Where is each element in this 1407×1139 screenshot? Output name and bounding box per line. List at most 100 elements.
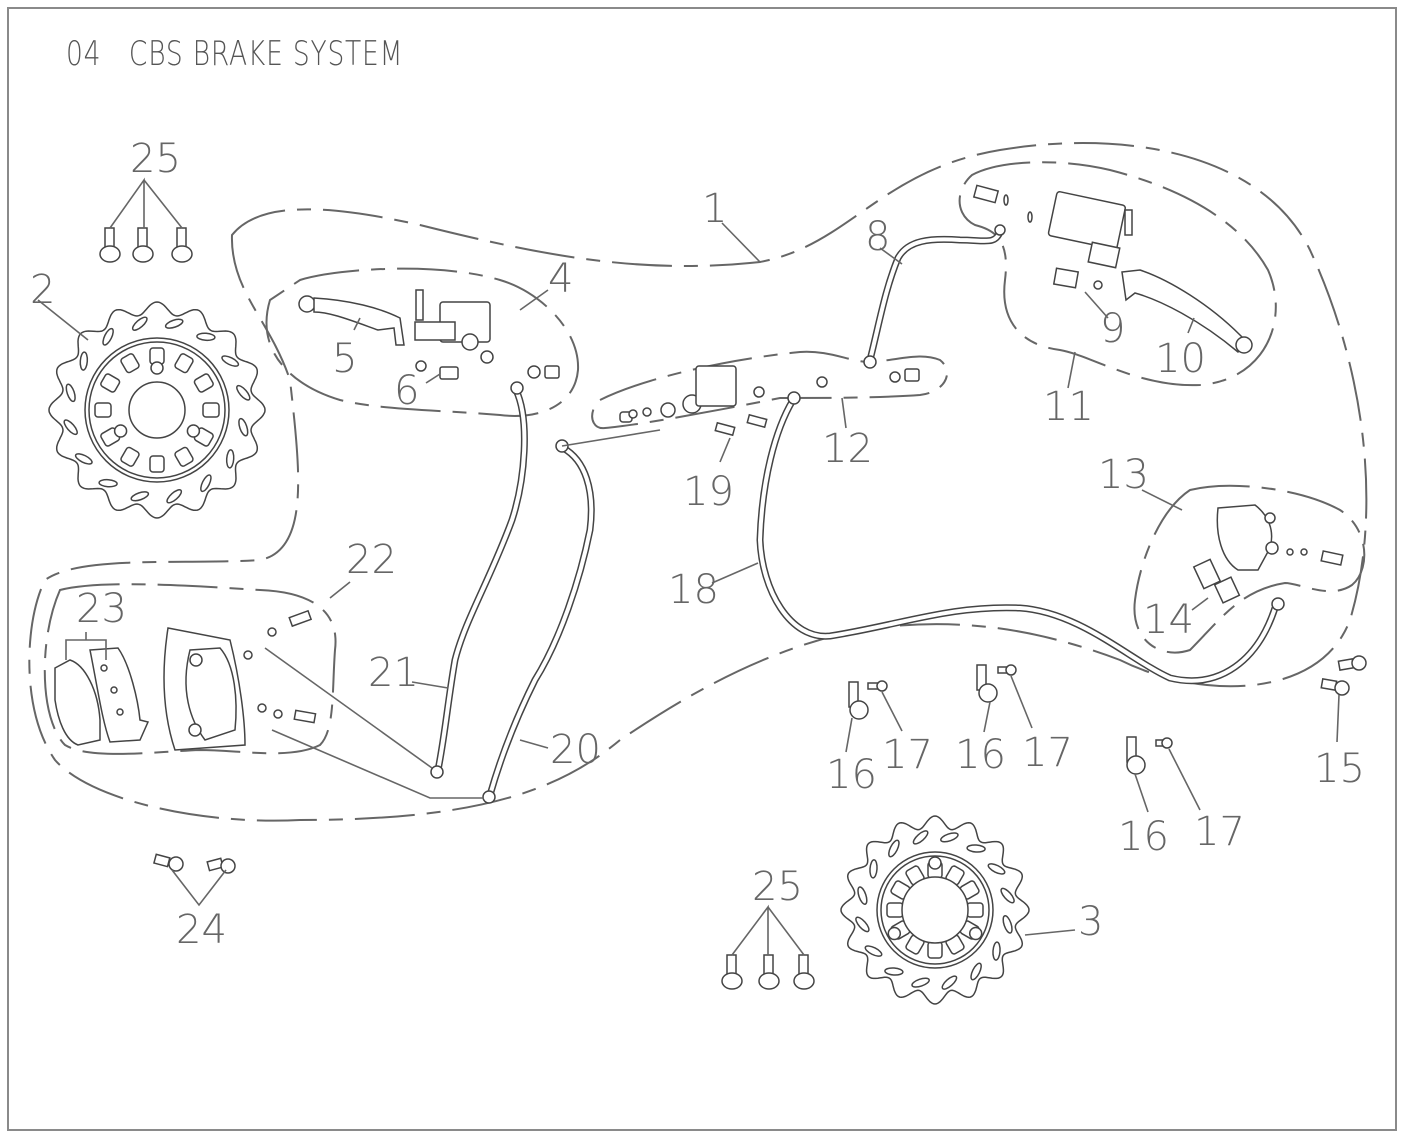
rear-caliper bbox=[1216, 504, 1344, 571]
disc-window bbox=[100, 373, 121, 393]
disc-vent-slot bbox=[63, 419, 78, 436]
hose-clamp-2 bbox=[976, 664, 998, 733]
bolt-icon bbox=[758, 954, 780, 990]
disc-window bbox=[120, 446, 140, 467]
disc-bolt-hole bbox=[887, 926, 902, 941]
disc-vent-slot bbox=[74, 453, 93, 465]
leader-3 bbox=[1024, 929, 1076, 936]
bolt-icon bbox=[171, 227, 193, 263]
disc-bolt-hole bbox=[928, 856, 942, 870]
leader-10 bbox=[1187, 317, 1195, 334]
disc-vent-slot bbox=[884, 967, 904, 976]
disc-vent-slot bbox=[855, 916, 870, 933]
callout-20: 20 bbox=[550, 727, 601, 773]
callout-10: 10 bbox=[1155, 336, 1206, 382]
leader-20 bbox=[519, 739, 549, 749]
leader-13 bbox=[1141, 489, 1183, 511]
disc-vent-slot bbox=[940, 832, 959, 843]
callout-4: 4 bbox=[548, 256, 573, 302]
disc-bolts-bottom bbox=[721, 904, 815, 990]
disc-vent-slot bbox=[869, 859, 878, 879]
callout-9: 9 bbox=[1100, 306, 1125, 352]
callout-11: 11 bbox=[1043, 384, 1094, 430]
disc-ring bbox=[876, 851, 994, 969]
disc-vent-slot bbox=[888, 839, 900, 858]
group-12-outline bbox=[591, 350, 949, 430]
front-brake-hose-a bbox=[430, 381, 528, 779]
callout-25-b: 25 bbox=[752, 864, 803, 910]
front-brake-disc bbox=[48, 301, 266, 519]
disc-vent-slot bbox=[911, 977, 930, 988]
banjo-bolt-left bbox=[527, 365, 560, 379]
callout-16-c: 16 bbox=[1118, 814, 1169, 860]
caliper-hose-line-b bbox=[271, 729, 484, 799]
callout-12: 12 bbox=[822, 426, 873, 472]
callout-labels: 25 2 1 4 5 6 8 9 10 11 12 13 14 15 16 17… bbox=[30, 136, 1365, 953]
hose-clamp-3 bbox=[1126, 736, 1149, 813]
disc-vent-slot bbox=[941, 975, 958, 990]
callout-24: 24 bbox=[176, 907, 227, 953]
brake-hose-8 bbox=[863, 224, 1006, 369]
callout-5: 5 bbox=[332, 336, 357, 382]
disc-window bbox=[193, 373, 214, 393]
callout-16-b: 16 bbox=[955, 732, 1006, 778]
rear-caliper-bolts bbox=[1320, 655, 1367, 743]
callout-3: 3 bbox=[1078, 899, 1103, 945]
disc-vent-slot bbox=[970, 962, 982, 981]
disc-vent-slot bbox=[65, 383, 76, 403]
leader-19 bbox=[719, 437, 731, 463]
disc-window bbox=[174, 446, 194, 467]
callout-14: 14 bbox=[1143, 597, 1194, 643]
left-master-cylinder bbox=[414, 289, 494, 372]
clamp-screw-3 bbox=[1155, 737, 1201, 811]
front-brake-pads bbox=[54, 647, 150, 746]
group-11-outline bbox=[958, 161, 1277, 387]
disc-bolt-hole bbox=[968, 926, 983, 941]
hose-clamp-1 bbox=[845, 681, 869, 753]
disc-window bbox=[174, 353, 194, 374]
banjo-bolt-right bbox=[889, 368, 920, 383]
callout-16-a: 16 bbox=[826, 752, 877, 798]
disc-vent-slot bbox=[79, 351, 89, 371]
disc-ring bbox=[88, 341, 226, 479]
rear-brake-disc bbox=[840, 815, 1030, 1005]
group-22-outline bbox=[43, 583, 337, 755]
callout-8: 8 bbox=[865, 214, 890, 260]
leader-12 bbox=[841, 397, 847, 429]
bolt-icon bbox=[132, 227, 154, 263]
callout-15: 15 bbox=[1314, 746, 1365, 792]
disc-ring bbox=[880, 855, 990, 965]
disc-hub-hole bbox=[128, 381, 186, 439]
disc-vent-slot bbox=[992, 941, 1001, 961]
disc-vent-slot bbox=[98, 478, 118, 488]
bolt-icon bbox=[721, 954, 743, 990]
leader-21 bbox=[411, 681, 449, 689]
distributor-bolts bbox=[714, 413, 768, 437]
callout-17-c: 17 bbox=[1194, 809, 1245, 855]
bolt-icon bbox=[99, 227, 121, 263]
callout-23: 23 bbox=[76, 586, 127, 632]
leader-9 bbox=[1084, 291, 1109, 319]
disc-bolt-hole bbox=[186, 424, 201, 438]
leader-11 bbox=[1067, 351, 1076, 389]
callout-17-a: 17 bbox=[882, 732, 933, 778]
delay-valve bbox=[619, 365, 828, 423]
callout-6: 6 bbox=[394, 368, 419, 414]
disc-vent-slot bbox=[166, 489, 183, 504]
callout-1: 1 bbox=[702, 186, 727, 232]
diagram-frame bbox=[7, 7, 1397, 1131]
front-brake-hose-b bbox=[482, 439, 595, 804]
leader-2 bbox=[37, 299, 89, 341]
disc-vent-slot bbox=[236, 384, 251, 401]
disc-vent-slot bbox=[102, 327, 114, 346]
callout-22: 22 bbox=[346, 537, 397, 583]
disc-vent-slot bbox=[130, 491, 150, 502]
callout-19: 19 bbox=[683, 469, 734, 515]
leader-18 bbox=[711, 562, 759, 584]
rear-brake-hose bbox=[756, 391, 1285, 685]
group-4-outline bbox=[265, 267, 580, 417]
disc-vent-slot bbox=[912, 830, 929, 845]
connector-line bbox=[561, 429, 661, 447]
disc-vent-slot bbox=[131, 316, 148, 331]
front-caliper bbox=[163, 627, 246, 751]
